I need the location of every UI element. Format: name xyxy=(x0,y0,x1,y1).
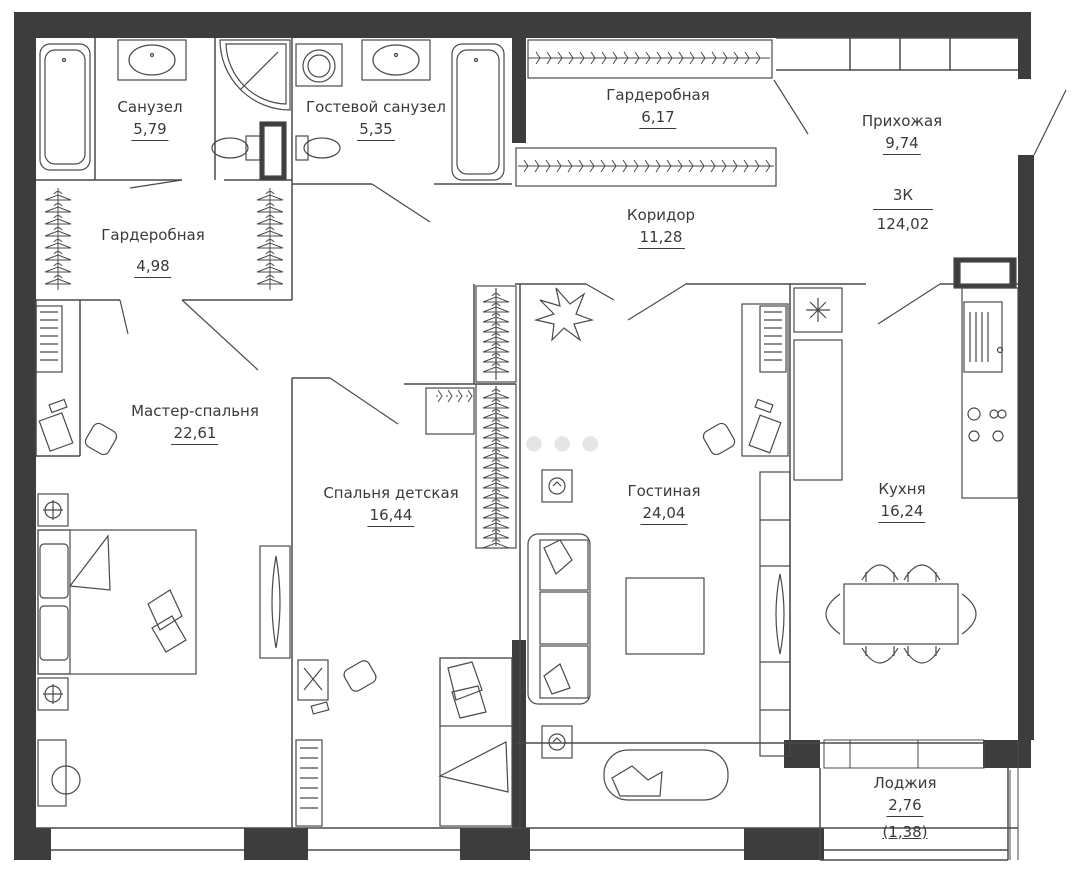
room-area: 9,74 xyxy=(883,134,921,155)
room-name: Гостиная xyxy=(627,482,701,500)
guest-sink-icon xyxy=(361,39,431,81)
bathtub-icon xyxy=(39,43,91,171)
room-area: 5,35 xyxy=(357,120,395,141)
room-name: Лоджия xyxy=(873,774,937,792)
room-name: Гардеробная xyxy=(101,226,205,244)
coffee-table-icon xyxy=(625,577,705,655)
apartment-type: 3К xyxy=(892,186,914,204)
living-chair-icon xyxy=(702,422,736,456)
door-swings xyxy=(119,79,1067,425)
hanger-icon xyxy=(445,389,453,403)
hanger-icon xyxy=(435,389,443,403)
room-loggia: Лоджия 2,76 (1,38) xyxy=(873,774,936,841)
room-living: Гостиная 24,04 xyxy=(627,482,701,525)
tv-icon xyxy=(259,545,291,659)
kitchen-counter-icon xyxy=(953,257,1019,499)
apartment-total-area: 124,02 xyxy=(876,215,930,233)
chair-icon xyxy=(84,422,118,456)
dining-chairs-icon xyxy=(825,564,977,664)
guest-toilet-icon xyxy=(295,135,341,161)
wardrobe-rack-top xyxy=(527,39,773,79)
room-kids: Спальня детская 16,44 xyxy=(323,484,459,527)
room-kitchen: Кухня 16,24 xyxy=(878,480,926,523)
room-wardrobe-big: Гардеробная 6,17 xyxy=(606,86,710,129)
toilet-icon xyxy=(211,135,261,161)
desk-icon xyxy=(35,305,74,452)
apartment-summary: 3К 124,02 xyxy=(873,186,933,233)
room-guest-bath: Гостевой санузел 5,35 xyxy=(306,98,446,141)
hanger-icon xyxy=(465,389,473,403)
room-name: Гардеробная xyxy=(606,86,710,104)
interior-walls xyxy=(35,37,1018,861)
pillow-icon xyxy=(147,589,187,653)
summary-divider xyxy=(873,209,933,210)
kids-desk-icon xyxy=(295,659,330,827)
room-area: 11,28 xyxy=(637,228,685,249)
room-area: 16,24 xyxy=(878,502,926,523)
fridge-icon xyxy=(793,287,843,481)
sink-icon xyxy=(117,39,187,81)
room-name: Санузел xyxy=(117,98,183,116)
dresser-icon xyxy=(37,739,81,807)
sofa-icon xyxy=(527,533,591,705)
washing-machine-icon xyxy=(259,43,343,181)
plant-icon xyxy=(533,287,595,342)
living-desk-icon xyxy=(741,303,789,457)
guest-bathtub-icon xyxy=(451,43,505,181)
armchair-icon xyxy=(603,749,729,801)
nightstand-icon xyxy=(37,493,69,711)
room-area: 16,44 xyxy=(367,506,415,527)
room-name: Спальня детская xyxy=(323,484,459,502)
hanger-icon xyxy=(455,389,463,403)
tv-unit-icon xyxy=(759,471,791,757)
room-hallway: Прихожая 9,74 xyxy=(862,112,942,155)
outer-walls xyxy=(14,12,1034,860)
room-name: Коридор xyxy=(626,206,696,224)
kids-chair-icon xyxy=(343,660,377,692)
room-area: 22,61 xyxy=(171,424,219,445)
stove-icon xyxy=(967,407,1007,442)
dining-table-icon xyxy=(843,583,959,645)
room-name: Гостевой санузел xyxy=(306,98,446,116)
loggia-windows xyxy=(823,739,1019,860)
speaker-icon xyxy=(541,469,573,759)
room-area: 4,98 xyxy=(134,257,172,278)
bed-icon xyxy=(37,529,197,675)
room-area: 2,76 xyxy=(886,796,924,817)
room-sanuzel: Санузел 5,79 xyxy=(117,98,183,141)
wardrobe-rack-bottom xyxy=(515,147,777,187)
room-area: 6,17 xyxy=(639,108,677,129)
room-area: 5,79 xyxy=(131,120,169,141)
room-name: Мастер-спальня xyxy=(131,402,259,420)
room-reduced-area: (1,38) xyxy=(882,822,928,841)
room-master: Мастер-спальня 22,61 xyxy=(131,402,259,445)
room-area: 24,04 xyxy=(640,504,688,525)
watermark-center: ••• xyxy=(520,420,605,471)
room-name: Кухня xyxy=(878,480,926,498)
room-name: Прихожая xyxy=(861,112,943,130)
room-corridor: Коридор 11,28 xyxy=(627,206,695,249)
shower-icon xyxy=(219,39,291,111)
room-wardrobe-small: Гардеробная 4,98 xyxy=(101,226,205,278)
kids-bed-icon xyxy=(438,657,513,827)
